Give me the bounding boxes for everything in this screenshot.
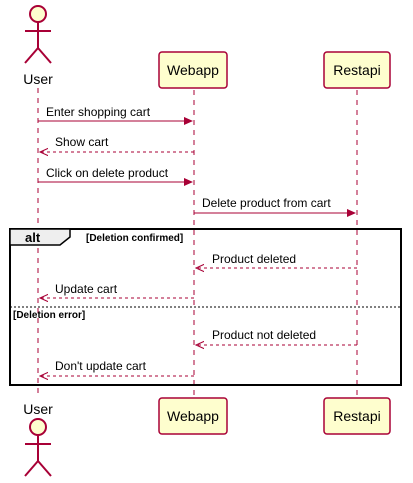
stick-figure-icon [24, 5, 52, 64]
alt-guard-2: [Deletion error] [13, 310, 85, 321]
participant-webapp-top: Webapp [158, 51, 228, 89]
message-2: Show cart [40, 135, 194, 152]
message-5: Product deleted [196, 252, 357, 268]
alt-keyword: alt [25, 230, 41, 245]
participant-label-restapi-top: Restapi [333, 62, 380, 78]
message-label-2: Show cart [55, 135, 109, 149]
alt-keyword-tab [9, 228, 71, 246]
alt-guard-1: [Deletion confirmed] [86, 233, 183, 244]
actor-user-top: User [23, 5, 53, 87]
participant-label-webapp-bottom: Webapp [167, 408, 219, 424]
message-label-8: Don't update cart [55, 359, 147, 373]
message-label-5: Product deleted [212, 252, 296, 266]
message-8: Don't update cart [40, 359, 194, 376]
message-label-1: Enter shopping cart [46, 105, 151, 119]
message-1: Enter shopping cart [38, 105, 192, 121]
participant-webapp-bottom: Webapp [158, 397, 228, 435]
message-label-6: Update cart [55, 282, 118, 296]
actor-label-top: User [23, 71, 53, 87]
message-label-3: Click on delete product [46, 166, 169, 180]
participant-restapi-top: Restapi [323, 51, 391, 89]
participant-label-restapi-bottom: Restapi [333, 408, 380, 424]
actor-user-bottom: User [23, 401, 53, 477]
message-3: Click on delete product [38, 166, 192, 182]
message-label-4: Delete product from cart [202, 196, 331, 210]
participant-restapi-bottom: Restapi [323, 397, 391, 435]
actor-label-bottom: User [23, 401, 53, 417]
message-4: Delete product from cart [194, 196, 355, 213]
stick-figure-icon [24, 418, 52, 477]
alt-fragment: alt [Deletion confirmed] [Deletion error… [9, 228, 402, 386]
message-7: Product not deleted [196, 328, 357, 345]
message-6: Update cart [40, 282, 194, 298]
participant-label-webapp-top: Webapp [167, 62, 219, 78]
message-label-7: Product not deleted [212, 328, 316, 342]
